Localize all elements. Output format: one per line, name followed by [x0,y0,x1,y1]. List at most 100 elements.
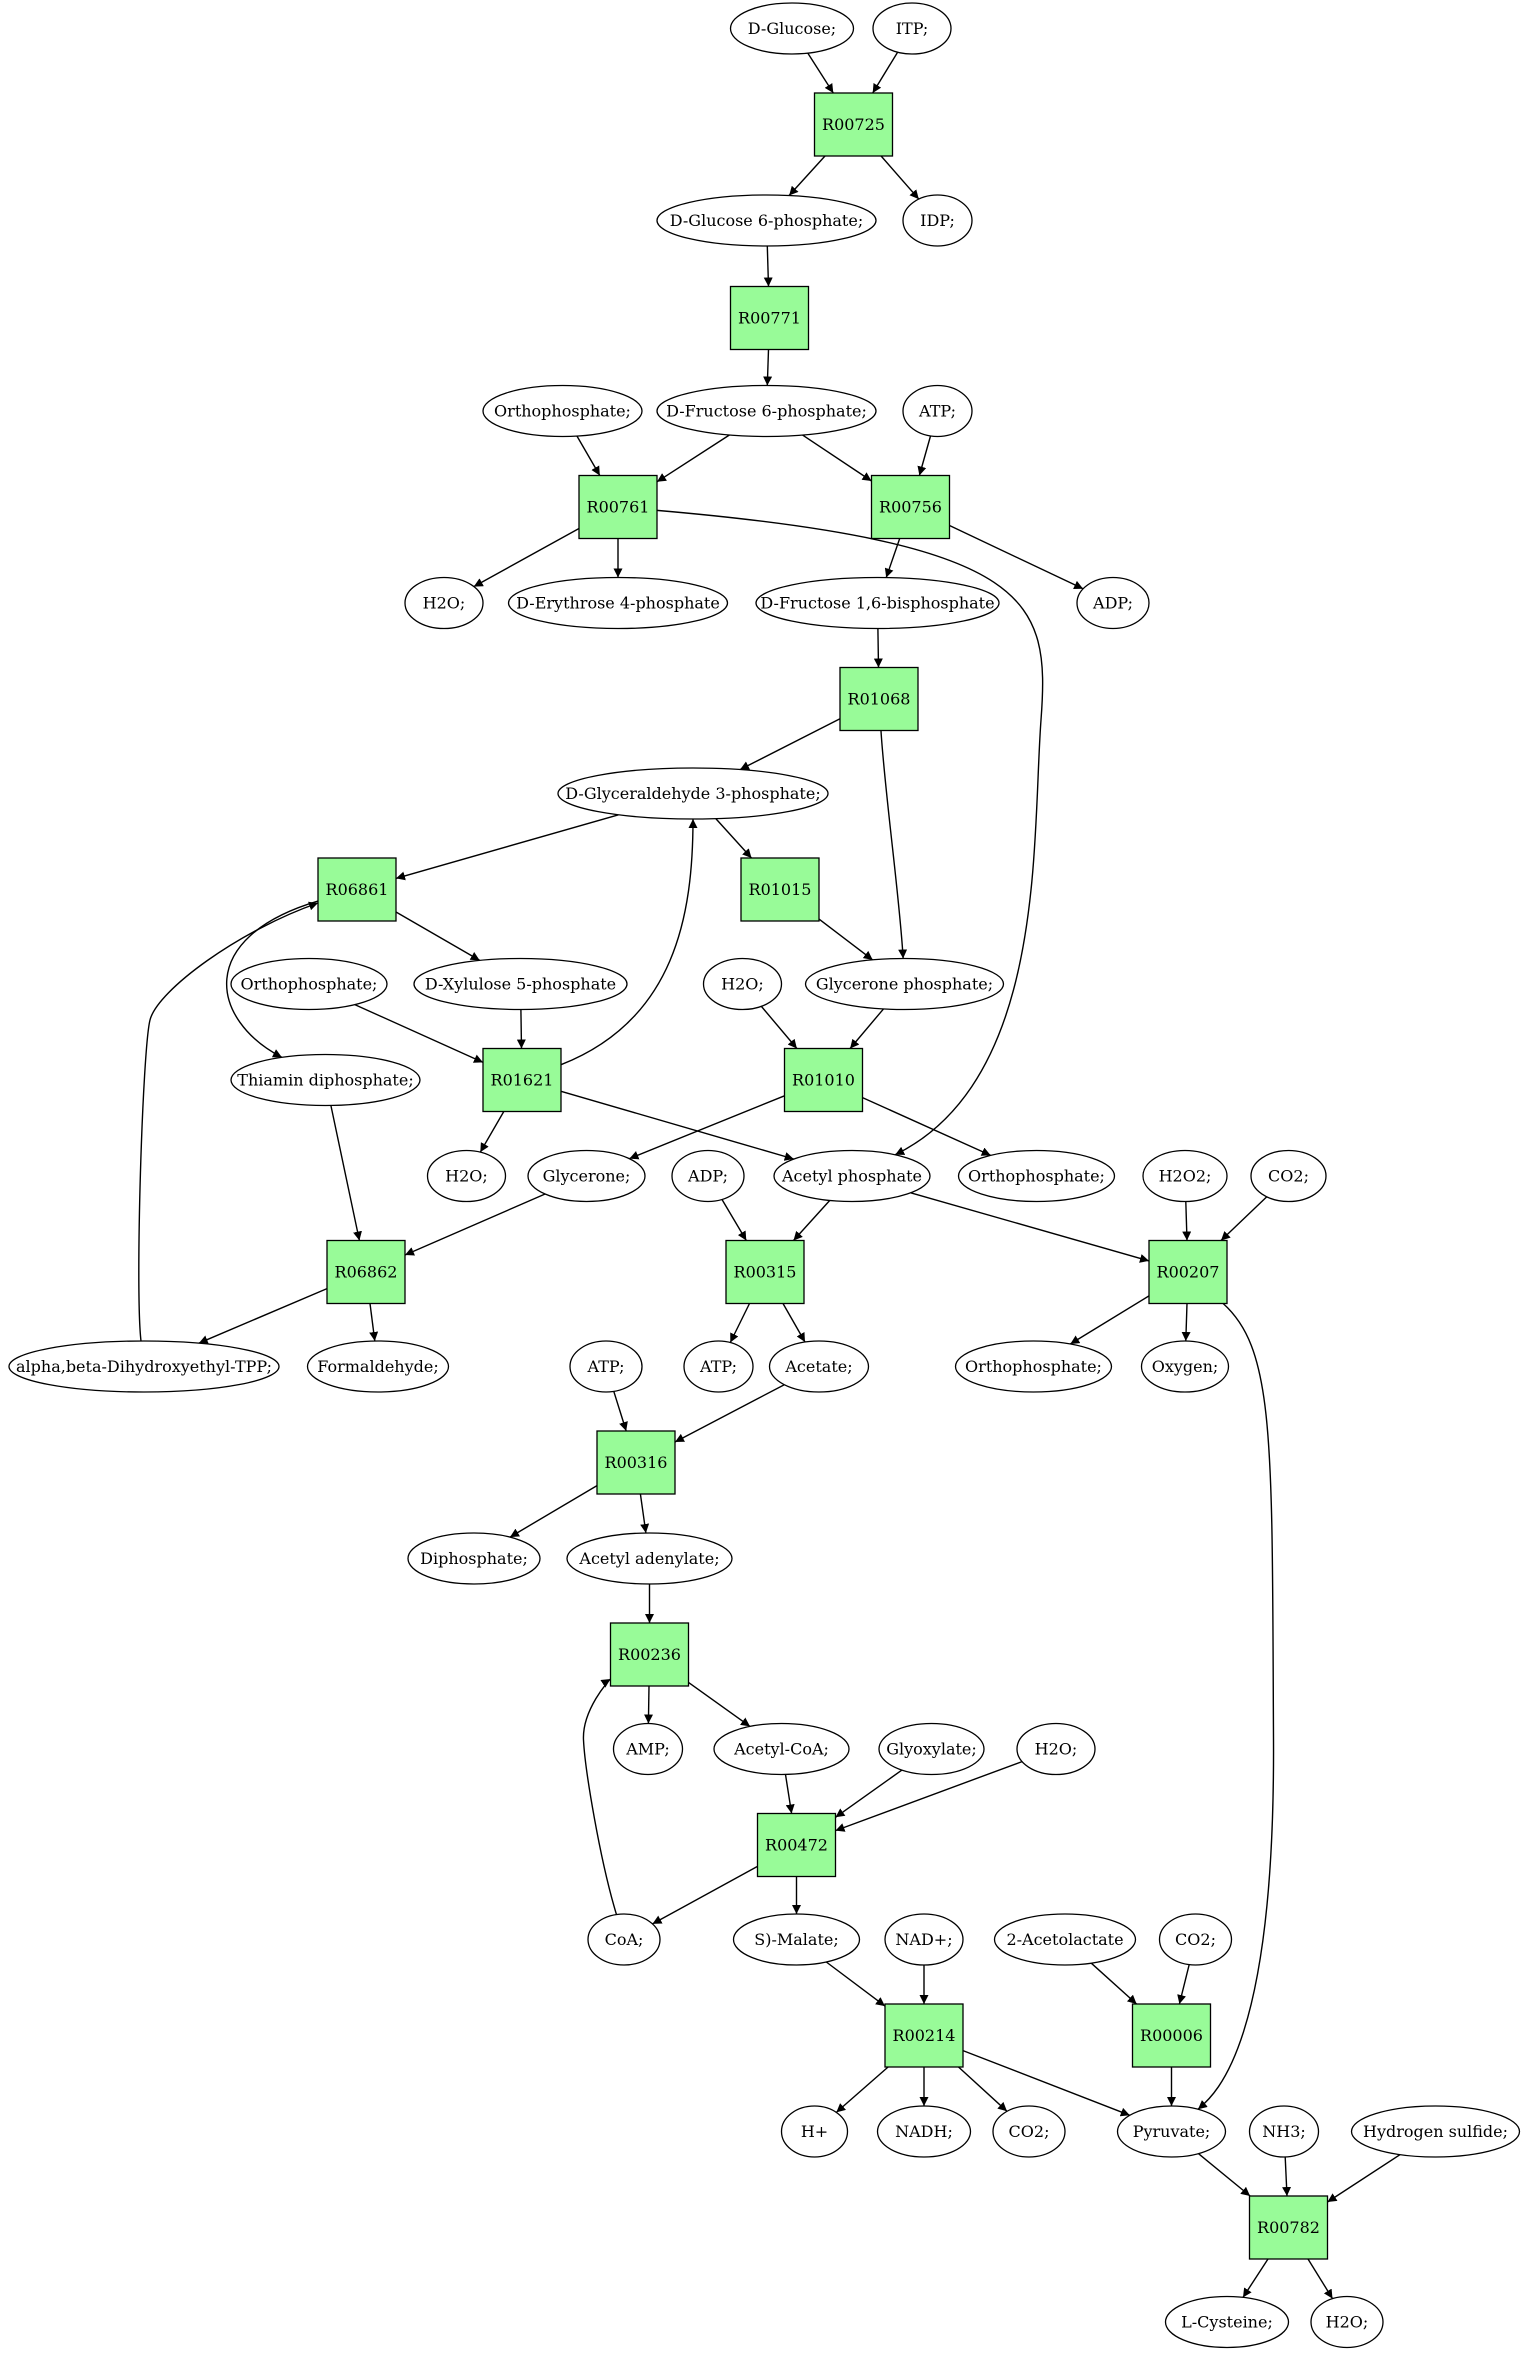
edge-c_tpp-to-r_R06862 [330,1105,362,1241]
reaction-label: R00782 [1257,2218,1320,2237]
compound-node-d-glyceraldehyde-3-phosphate[interactable]: D-Glyceraldehyde 3-phosphate; [557,767,829,820]
reaction-node-r06862[interactable]: R06862 [326,1239,406,1305]
compound-node-nadh[interactable]: NADH; [876,2105,972,2158]
reaction-node-r00315[interactable]: R00315 [725,1239,805,1305]
reaction-label: R00236 [618,1645,681,1664]
reaction-label: R00761 [587,498,650,517]
compound-label: Oxygen; [1152,1357,1219,1376]
compound-node-acetate[interactable]: Acetate; [768,1340,870,1393]
compound-node-2-acetolactate[interactable]: 2-Acetolactate [993,1913,1137,1966]
edge-r_R00207-to-c_oxygen [1181,1303,1191,1342]
compound-node-orthophosphate[interactable]: Orthophosphate; [954,1340,1113,1393]
reaction-box [1131,2003,1212,2068]
reaction-node-r00472[interactable]: R00472 [756,1812,837,1878]
compound-node-co2[interactable]: CO2; [1250,1149,1327,1203]
reaction-node-r01010[interactable]: R01010 [783,1047,864,1113]
compound-node-d-glucose[interactable]: D-Glucose; [729,2,855,55]
reaction-box [839,666,919,732]
compound-label: Acetyl phosphate [781,1167,922,1186]
compound-node-nh3[interactable]: NH3; [1248,2105,1320,2158]
compound-node-formaldehyde[interactable]: Formaldehyde; [306,1340,450,1393]
reaction-node-r00756[interactable]: R00756 [870,474,951,540]
edge-c_pyruvate-to-r_R00782 [1197,2153,1251,2197]
compound-node-nad[interactable]: NAD+; [884,1913,964,1966]
reaction-node-r00725[interactable]: R00725 [813,92,894,157]
compound-ellipse [876,2105,972,2158]
compound-node-diphosphate[interactable]: Diphosphate; [407,1532,541,1585]
reaction-node-r00761[interactable]: R00761 [578,474,658,540]
reaction-node-r00316[interactable]: R00316 [596,1430,676,1495]
compound-node-s-malate[interactable]: S)-Malate; [732,1913,861,1966]
reaction-label: R00771 [738,309,801,328]
reaction-node-r00782[interactable]: R00782 [1248,2195,1329,2260]
reaction-node-r00214[interactable]: R00214 [884,2003,964,2068]
compound-node-oxygen[interactable]: Oxygen; [1140,1340,1230,1393]
edge-r_R00782-to-c_h2o_5 [1307,2258,1334,2299]
compound-node-glyoxylate[interactable]: Glyoxylate; [878,1722,985,1776]
compound-node-co2[interactable]: CO2; [1158,1913,1233,1966]
compound-node-acetyl-adenylate[interactable]: Acetyl adenylate; [566,1532,733,1585]
compound-ellipse [413,957,628,1011]
compound-node-h2o[interactable]: H2O; [702,957,783,1011]
compound-node-acetyl-phosphate[interactable]: Acetyl phosphate [773,1149,931,1203]
compound-label: NH3; [1262,2122,1306,2141]
reaction-node-r00207[interactable]: R00207 [1148,1239,1228,1305]
edge-r_R06861-to-c_xu5p [395,911,481,962]
compound-node-atp[interactable]: ATP; [569,1340,643,1393]
compound-node-alpha-beta-dihydroxyethyl-tpp[interactable]: alpha,beta-Dihydroxyethyl-TPP; [8,1340,280,1393]
compound-node-h2o[interactable]: H2O; [1310,2295,1384,2349]
compound-ellipse [426,1149,507,1203]
compound-node-idp[interactable]: IDP; [902,194,973,247]
compound-ellipse [656,384,877,438]
edge-c_co2_1-to-r_R00207 [1220,1196,1268,1242]
compound-node-h2o[interactable]: H2O; [1016,1722,1096,1776]
compound-node-h2o[interactable]: H2O; [426,1149,507,1203]
reaction-node-r01621[interactable]: R01621 [482,1047,562,1113]
compound-node-glycerone[interactable]: Glycerone; [527,1149,646,1203]
compound-node-d-erythrose-4-phosphate[interactable]: D-Erythrose 4-phosphate [507,576,729,630]
reaction-node-r06861[interactable]: R06861 [317,857,397,922]
compound-ellipse [1016,1722,1096,1776]
compound-node-h2o2[interactable]: H2O2; [1142,1149,1228,1203]
compound-node-h[interactable]: H+ [780,2105,849,2158]
compound-node-coa[interactable]: CoA; [587,1913,661,1966]
compound-node-d-glucose-6-phosphate[interactable]: D-Glucose 6-phosphate; [656,194,877,247]
compound-ellipse [569,1340,643,1393]
edge-c_acetate-to-r_R00316 [674,1384,785,1443]
compound-node-amp[interactable]: AMP; [612,1722,684,1776]
reaction-box [740,857,820,922]
compound-ellipse [1116,2105,1227,2158]
compound-node-orthophosphate[interactable]: Orthophosphate; [957,1149,1116,1203]
reaction-node-r00771[interactable]: R00771 [729,285,810,351]
edge-c_nh3-to-r_R00782 [1282,2156,1292,2197]
compound-node-l-cysteine[interactable]: L-Cysteine; [1164,2295,1290,2349]
compound-node-orthophosphate[interactable]: Orthophosphate; [482,384,643,438]
compound-node-adp[interactable]: ADP; [671,1149,745,1203]
compound-node-d-fructose-1-6-bisphosphate[interactable]: D-Fructose 1,6-bisphosphate [755,576,1000,630]
compound-node-h2o[interactable]: H2O; [404,576,484,630]
edge-c_coa-to-r_R00236 [582,1678,618,1915]
compound-node-acetyl-coa[interactable]: Acetyl-CoA; [713,1722,850,1776]
edge-c_dhap-to-r_R01010 [849,1008,885,1049]
reaction-node-r00236[interactable]: R00236 [609,1622,690,1687]
reaction-node-r00006[interactable]: R00006 [1131,2003,1212,2068]
compound-node-glycerone-phosphate[interactable]: Glycerone phosphate; [804,957,1005,1011]
reaction-node-r01015[interactable]: R01015 [740,857,820,922]
reaction-node-r01068[interactable]: R01068 [839,666,919,732]
compound-node-d-fructose-6-phosphate[interactable]: D-Fructose 6-phosphate; [656,384,877,438]
compound-node-adp[interactable]: ADP; [1076,576,1150,630]
compound-node-itp[interactable]: ITP; [872,2,952,55]
compound-node-atp[interactable]: ATP; [902,384,973,438]
compound-node-co2[interactable]: CO2; [992,2105,1066,2158]
compound-ellipse [804,957,1005,1011]
compound-node-orthophosphate[interactable]: Orthophosphate; [230,957,388,1011]
edge-c_g6p-to-r_R00771 [763,245,773,287]
compound-node-thiamin-diphosphate[interactable]: Thiamin diphosphate; [230,1053,421,1107]
compound-node-d-xylulose-5-phosphate[interactable]: D-Xylulose 5-phosphate [413,957,628,1011]
compound-label: Thiamin diphosphate; [237,1071,413,1090]
compound-node-atp[interactable]: ATP; [683,1340,754,1393]
compound-node-pyruvate[interactable]: Pyruvate; [1116,2105,1227,2158]
compound-node-hydrogen-sulfide[interactable]: Hydrogen sulfide; [1350,2105,1521,2158]
edge-c_acp-to-r_R00207 [910,1192,1150,1263]
compound-label: ADP; [1092,594,1133,613]
